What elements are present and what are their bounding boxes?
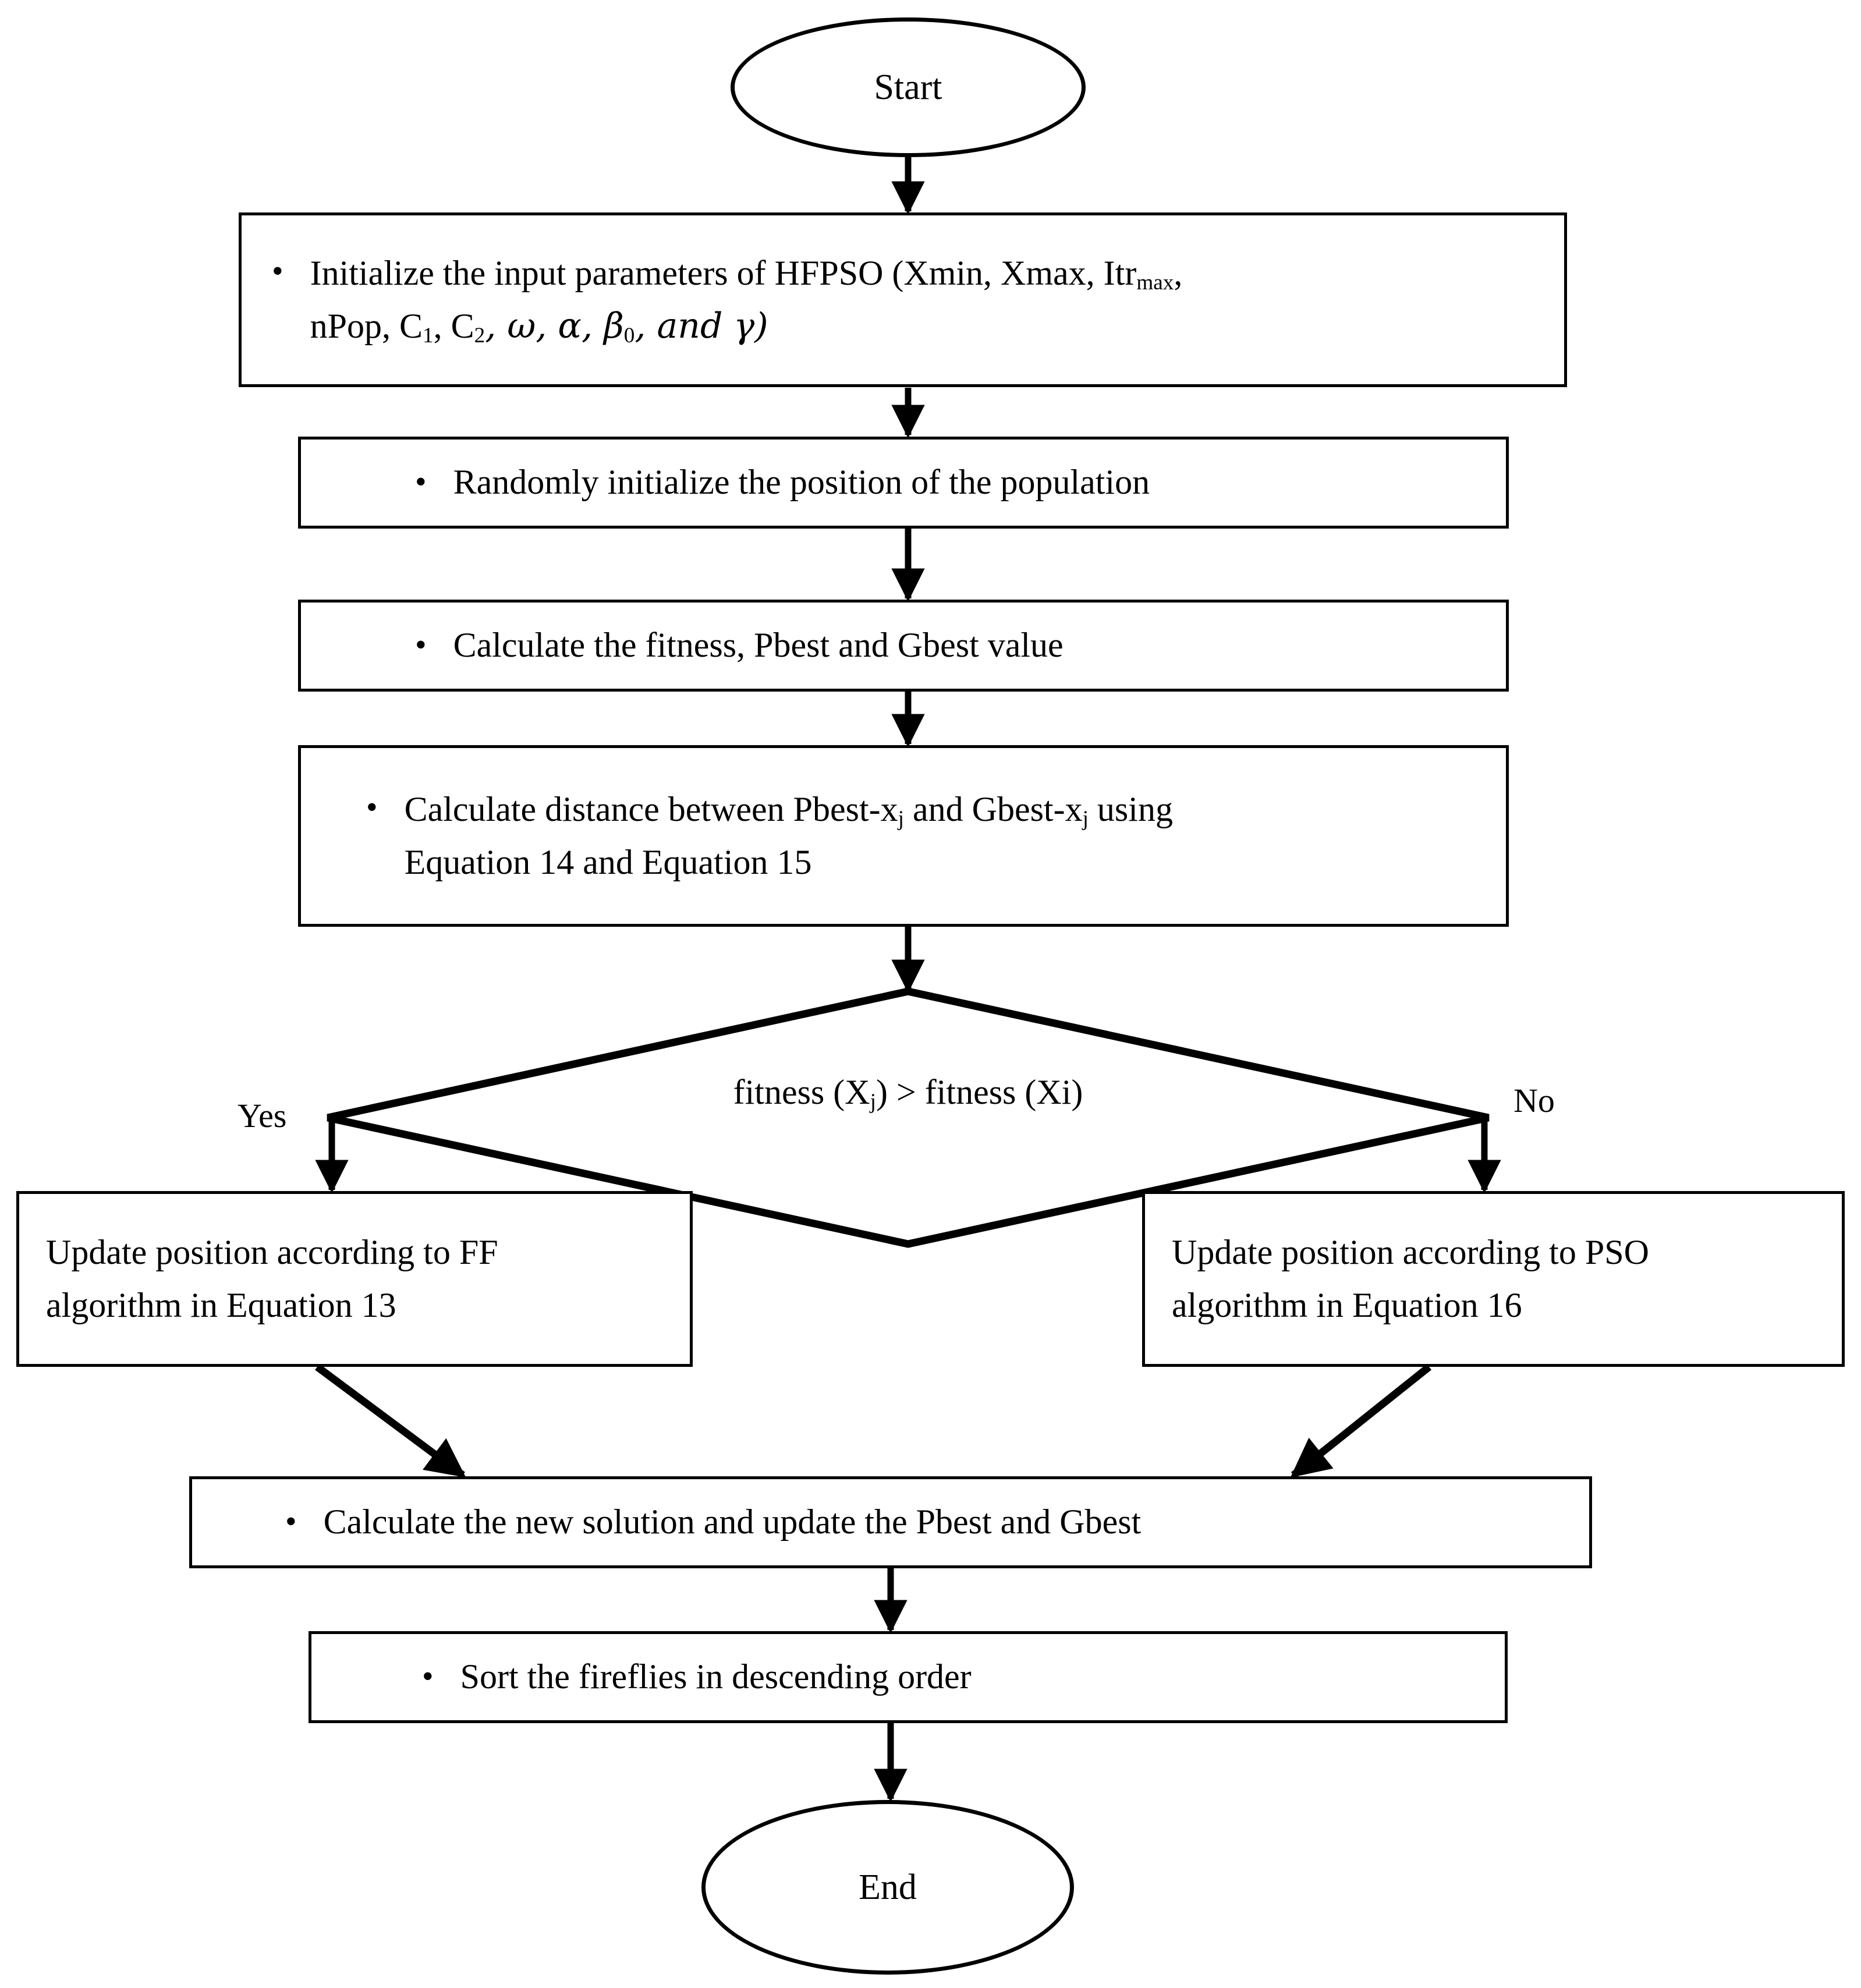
distance-line2: Equation 14 and Equation 15: [404, 843, 812, 881]
node-calculate-distance[interactable]: • Calculate distance between Pbest-xj an…: [298, 745, 1509, 927]
node-sort-fireflies-text: Sort the fireflies in descending order: [460, 1657, 972, 1696]
bullet-icon: •: [415, 464, 427, 501]
edge-ff-to-newsolution: [315, 1363, 466, 1479]
node-randomly-initialize-text: Randomly initialize the position of the …: [453, 463, 1150, 502]
init-line1-tail: ,: [1174, 253, 1183, 292]
bullet-icon: •: [366, 789, 378, 825]
init-line1-prefix: Initialize the input parameters of HFPSO…: [310, 253, 1137, 292]
init-line2-mid-2: , ω, α, β: [485, 306, 624, 346]
node-start-label: Start: [874, 68, 942, 107]
node-end[interactable]: End: [701, 1800, 1074, 1975]
branch-label-no: No: [1513, 1084, 1555, 1118]
node-calculate-fitness-text: Calculate the fitness, Pbest and Gbest v…: [453, 626, 1064, 665]
node-calculate-distance-text: Calculate distance between Pbest-xj and …: [405, 783, 1473, 889]
edge-pso-to-newsolution: [1290, 1363, 1432, 1479]
init-line2-mid-1: , C: [433, 307, 474, 345]
init-line1-subscript: max: [1136, 270, 1174, 295]
node-end-label: End: [859, 1867, 917, 1907]
node-calculate-new-solution-text: Calculate the new solution and update th…: [323, 1502, 1142, 1542]
init-line2-subscript-2: 2: [474, 324, 485, 348]
branch-label-yes-text: Yes: [238, 1097, 287, 1135]
init-line2-prefix: nPop, C: [310, 307, 423, 345]
node-update-position-ff[interactable]: Update position according to FF algorith…: [16, 1191, 693, 1367]
node-calculate-new-solution[interactable]: • Calculate the new solution and update …: [189, 1476, 1592, 1568]
node-update-position-pso[interactable]: Update position according to PSO algorit…: [1142, 1191, 1845, 1367]
node-randomly-initialize[interactable]: • Randomly initialize the position of th…: [298, 437, 1509, 529]
node-initialize-parameters[interactable]: • Initialize the input parameters of HFP…: [239, 212, 1567, 387]
distance-line1-prefix: Calculate distance between Pbest-x: [404, 789, 898, 828]
node-sort-fireflies[interactable]: • Sort the fireflies in descending order: [309, 1631, 1508, 1723]
pso-line1: Update position according to PSO: [1172, 1232, 1649, 1271]
node-update-position-pso-text: Update position according to PSO algorit…: [1172, 1226, 1814, 1332]
ff-line2: algorithm in Equation 13: [46, 1286, 396, 1324]
bullet-icon: •: [285, 1504, 297, 1540]
node-calculate-fitness[interactable]: • Calculate the fitness, Pbest and Gbest…: [298, 600, 1509, 692]
decision-label-prefix: fitness (X: [733, 1073, 870, 1111]
node-start[interactable]: Start: [731, 17, 1086, 157]
node-update-position-ff-text: Update position according to FF algorith…: [46, 1226, 662, 1332]
distance-subscript-1: j: [898, 806, 904, 831]
decision-label-subscript: j: [870, 1090, 876, 1114]
node-initialize-parameters-text: Initialize the input parameters of HFPSO…: [310, 247, 1532, 353]
ff-line1: Update position according to FF: [46, 1232, 498, 1271]
bullet-icon: •: [415, 627, 427, 664]
pso-line2: algorithm in Equation 16: [1172, 1286, 1522, 1324]
decision-label-tail: ) > fitness (Xi): [875, 1073, 1083, 1111]
branch-label-yes: Yes: [238, 1099, 286, 1133]
init-line2-subscript-3: 0: [623, 324, 635, 348]
decision-label: fitness (Xj) > fitness (Xi): [634, 1071, 1182, 1113]
distance-subscript-2: j: [1082, 806, 1089, 831]
distance-line1-tail: using: [1088, 789, 1173, 828]
bullet-icon: •: [272, 253, 283, 289]
branch-label-no-text: No: [1513, 1082, 1555, 1119]
init-line2-tail: , and γ): [634, 306, 768, 346]
bullet-icon: •: [422, 1659, 434, 1695]
distance-line1-mid: and Gbest-x: [903, 789, 1083, 828]
init-line2-subscript-1: 1: [423, 324, 434, 348]
